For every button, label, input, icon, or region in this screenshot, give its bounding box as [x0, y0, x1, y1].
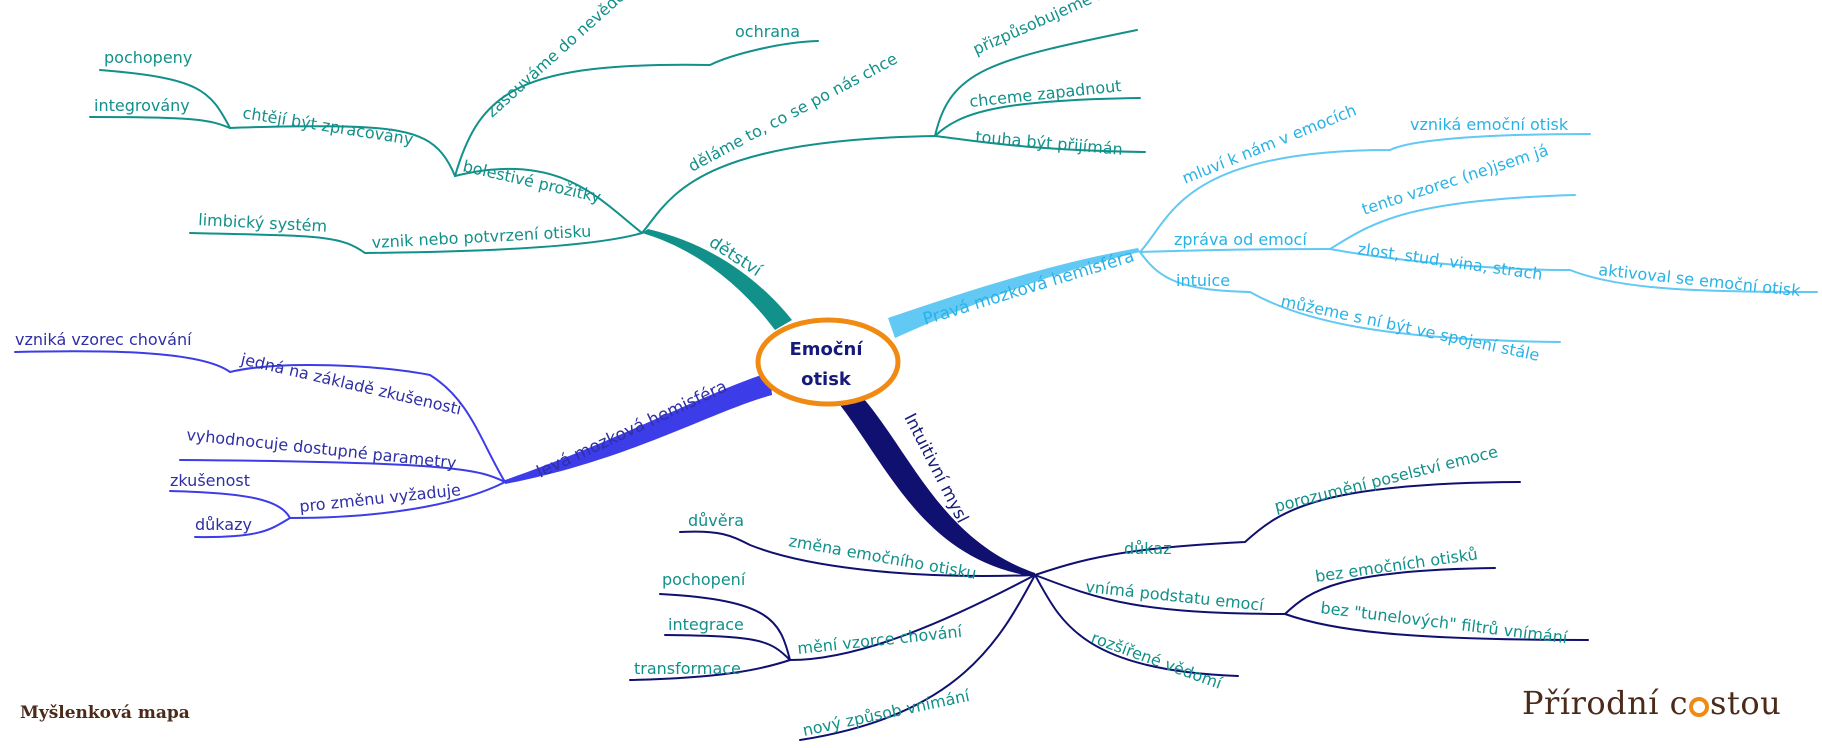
node-chteji[interactable]: chtějí být zpracovány — [241, 103, 414, 149]
node-zkusenost[interactable]: zkušenost — [170, 471, 250, 490]
node-duvera[interactable]: důvěra — [688, 511, 744, 530]
detstvi-lines — [89, 29, 1146, 254]
branch-label-leva[interactable]: levá mozková hemisféra — [534, 377, 731, 483]
node-touha[interactable]: touha být přijímán — [975, 127, 1124, 159]
node-aktivoval[interactable]: aktivoval se emoční otisk — [1598, 260, 1803, 300]
node-bez-filtru[interactable]: bez "tunelových" filtrů vnímání — [1320, 598, 1569, 647]
node-bolestive[interactable]: bolestivé prožitky — [461, 156, 603, 206]
brand-text-end: stou — [1710, 684, 1782, 722]
branch-intuitivni-trunk — [840, 392, 1035, 577]
node-vznika-vzorec[interactable]: vzniká vzorec chování — [15, 330, 192, 349]
node-vznik[interactable]: vznik nebo potvrzení otisku — [371, 222, 591, 252]
node-muzeme[interactable]: můžeme s ní být ve spojení stále — [1279, 291, 1541, 364]
node-pro-zmenu[interactable]: pro změnu vyžaduje — [298, 480, 461, 516]
node-intuice[interactable]: intuice — [1176, 271, 1230, 290]
branch-prava-trunk — [888, 248, 1140, 338]
branch-detstvi-trunk — [642, 229, 792, 330]
node-dukaz[interactable]: důkaz — [1124, 539, 1171, 558]
center-label-line1: Emoční — [789, 339, 863, 360]
branch-label-prava[interactable]: Pravá mozková hemisféra — [921, 246, 1137, 329]
node-bez-otisku[interactable]: bez emočních otisků — [1314, 544, 1479, 586]
node-zlost[interactable]: zlost, stud, vina, strach — [1356, 239, 1543, 284]
node-ochrana[interactable]: ochrana — [735, 22, 800, 41]
branch-leva-trunk — [505, 372, 772, 484]
node-integrace[interactable]: integrace — [668, 615, 744, 634]
node-meni[interactable]: mění vzorce chování — [796, 622, 963, 658]
node-vyhodnocuje[interactable]: vyhodnocuje dostupné parametry — [186, 425, 458, 472]
node-zasouvame[interactable]: zasouváme do nevědomí — [482, 0, 644, 121]
node-tento[interactable]: tento vzorec (ne)jsem já — [1359, 140, 1550, 218]
center-ring — [755, 317, 901, 407]
prava-lines — [1139, 133, 1818, 343]
node-delame[interactable]: děláme to, co se po nás chce — [685, 49, 900, 176]
node-transformace[interactable]: transformace — [634, 659, 741, 678]
intuitivni-lines — [629, 481, 1589, 741]
node-dukazy[interactable]: důkazy — [195, 515, 252, 534]
brand-o-ring-icon — [1689, 697, 1710, 717]
node-integrovany[interactable]: integrovány — [94, 96, 190, 115]
brand-text-start: Přírodní c — [1522, 684, 1689, 722]
node-chceme[interactable]: chceme zapadnout — [968, 76, 1122, 111]
center-label-line2: otisk — [801, 369, 852, 390]
node-vznika-otisk[interactable]: vzniká emoční otisk — [1410, 115, 1569, 134]
leva-lines — [14, 350, 506, 539]
node-zprava[interactable]: zpráva od emocí — [1174, 230, 1307, 249]
footer-title: Myšlenková mapa — [20, 703, 190, 723]
node-mluvi[interactable]: mluví k nám v emocích — [1179, 100, 1359, 187]
node-novy[interactable]: nový způsob vnímání — [801, 686, 972, 740]
node-pochopeny[interactable]: pochopeny — [104, 48, 192, 67]
node-porozumeni[interactable]: porozumění poselství emoce — [1272, 442, 1499, 516]
brand-logo: Přírodní c stou — [1522, 684, 1781, 722]
center-node[interactable]: Emoční otisk — [755, 317, 901, 407]
node-pochopeni[interactable]: pochopení — [662, 570, 746, 589]
node-rozsirene[interactable]: rozšířené vědomí — [1089, 628, 1225, 693]
node-jedna[interactable]: jedná na základě zkušenosti — [238, 349, 463, 419]
node-limbicky[interactable]: limbický systém — [198, 210, 328, 236]
